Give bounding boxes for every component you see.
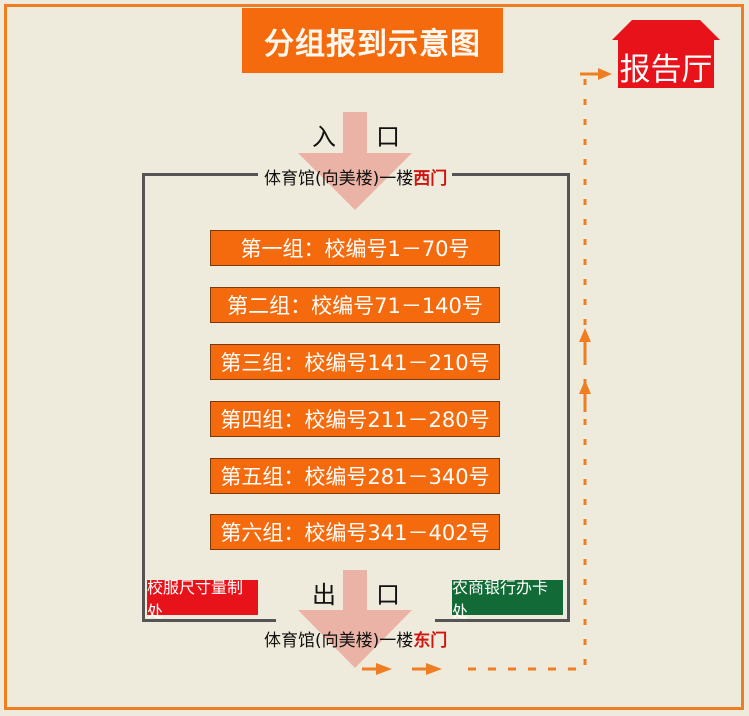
report-hall: 报告厅 [612, 20, 720, 88]
entrance-char1: 入 [312, 123, 336, 151]
exit-char1: 出 [312, 581, 336, 609]
entrance-door: 西门 [413, 169, 448, 189]
entrance-location: 体育馆(向美楼)一楼 [264, 169, 414, 189]
hall-wall-bottom-left [142, 619, 276, 622]
entrance-char2: 口 [376, 123, 400, 151]
group-box: 第三组：校编号141－210号 [210, 344, 500, 380]
report-hall-label: 报告厅 [619, 52, 713, 88]
group-box: 第二组：校编号71－140号 [210, 287, 500, 323]
hall-wall-top-right [452, 173, 570, 176]
hall-wall-right [567, 173, 570, 622]
bank-card-station: 农商银行办卡处 [452, 578, 563, 621]
group-box: 第六组：校编号341－402号 [210, 514, 500, 550]
page-title: 分组报到示意图 [242, 8, 503, 73]
exit-arrow [298, 570, 412, 668]
group-box: 第四组：校编号211－280号 [210, 401, 500, 437]
exit-location: 体育馆(向美楼)一楼 [264, 631, 414, 651]
outer-border [4, 4, 744, 710]
entrance-arrow [298, 112, 412, 210]
group-box: 第五组：校编号281－340号 [210, 458, 500, 494]
uniform-measure-station: 校服尺寸量制处 [147, 578, 258, 621]
hall-wall-left [142, 173, 145, 622]
entrance-gate: 体育馆(向美楼)一楼西门 [264, 164, 447, 189]
hall-wall-bottom-right [435, 619, 570, 622]
group-box: 第一组：校编号1－70号 [210, 230, 500, 266]
direction-arrow-icons [362, 68, 612, 675]
hall-wall-top-left [142, 173, 258, 176]
exit-gate: 体育馆(向美楼)一楼东门 [264, 626, 447, 651]
exit-char2: 口 [376, 581, 400, 609]
house-icon [612, 20, 720, 88]
exit-door: 东门 [413, 631, 448, 651]
